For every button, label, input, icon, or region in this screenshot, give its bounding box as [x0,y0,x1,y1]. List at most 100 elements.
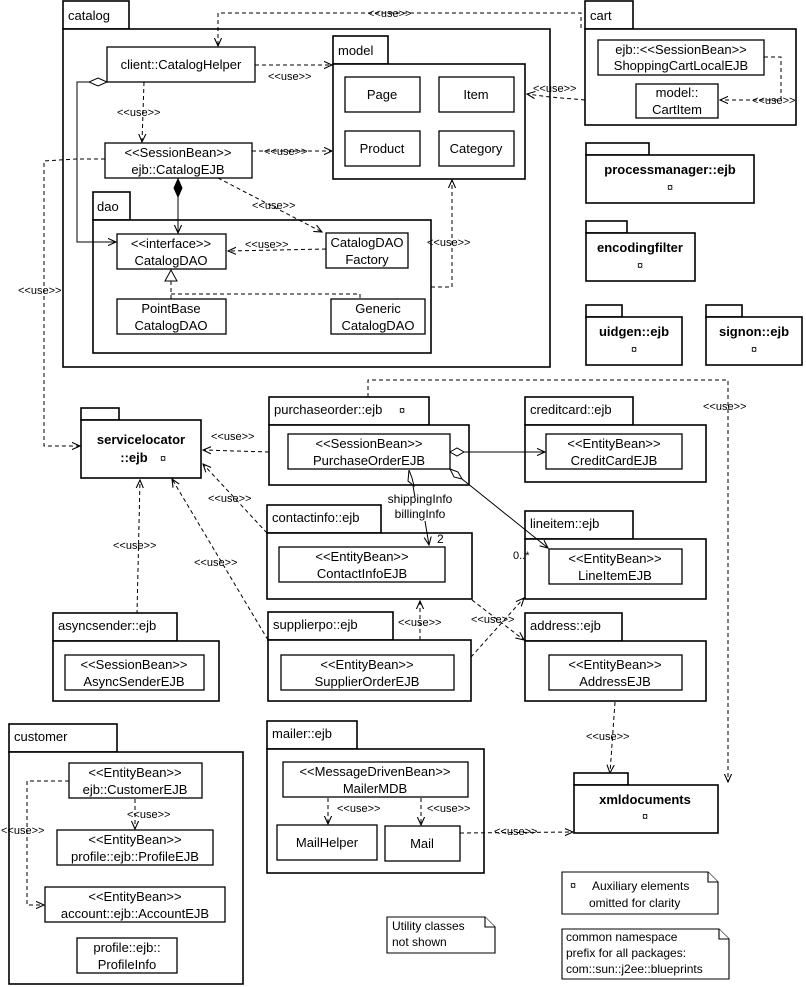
class-stereotype: <<EntityBean>> [567,436,660,451]
class-stereotype: <<EntityBean>> [568,551,661,566]
class-page[interactable]: Page [344,76,421,113]
class-purchase-order-ejb[interactable]: <<SessionBean>> PurchaseOrderEJB [287,433,451,470]
class-async-sender-ejb[interactable]: <<SessionBean>> AsyncSenderEJB [64,654,205,691]
class-name: profile::ejb::ProfileEJB [71,849,199,864]
package-label: servicelocator [97,432,185,447]
class-product[interactable]: Product [344,130,421,167]
class-name: CartItem [652,102,702,117]
dependency-line [172,479,269,641]
dependency-line [203,464,268,534]
package-label: purchaseorder::ejb [274,402,382,417]
aggregation-diamond-icon [407,469,415,488]
class-box [56,829,214,866]
class-mailer-mdb[interactable]: <<MessageDrivenBean>> MailerMDB [282,761,469,798]
package-label: mailer::ejb [272,726,332,741]
interface-catalog-dao[interactable]: <<interface>> CatalogDAO [116,233,227,270]
package-body [573,784,719,834]
class-box [597,39,765,76]
class-box [548,654,683,691]
class-box [438,76,515,113]
class-box [325,232,409,269]
class-item[interactable]: Item [438,76,515,113]
package-processmanager[interactable]: processmanager::ejb ¤ [585,142,755,204]
association-line [412,485,416,498]
package-label: catalog [68,8,110,23]
dependency-line [26,780,69,905]
class-catalog-dao-factory[interactable]: CatalogDAO Factory [325,232,409,269]
class-pointbase-catalog-dao[interactable]: PointBase CatalogDAO [116,298,227,335]
catalog-connectors: <<use>> <<use>> <<use>> <<use>> <<use>> … [76,65,470,299]
use-label: <<use>> [268,71,311,83]
class-profile-info[interactable]: profile::ejb:: ProfileInfo [76,937,178,974]
use-label: <<use>> [208,493,251,505]
package-encodingfilter[interactable]: encodingfilter ¤ [585,220,696,282]
package-uidgen[interactable]: uidgen::ejb ¤ [585,304,683,366]
package-signon[interactable]: signon::ejb ¤ [705,304,803,366]
class-stereotype: ejb::<<SessionBean>> [615,42,747,57]
class-customer-ejb[interactable]: <<EntityBean>> ejb::CustomerEJB [68,762,203,799]
use-label: <<use>> [337,803,380,815]
class-generic-catalog-dao[interactable]: Generic CatalogDAO [330,298,426,335]
auxiliary-mark-icon: ¤ [667,182,673,194]
package-tab [524,510,634,540]
class-mail-helper[interactable]: MailHelper [276,824,378,861]
dependency-line [367,379,728,782]
class-catalog-ejb[interactable]: <<SessionBean>> ejb::CatalogEJB [104,142,253,179]
auxiliary-mark-icon: ¤ [570,880,576,892]
dependency-line [217,177,322,232]
class-name: model:: [656,85,699,100]
class-box [287,433,451,470]
class-name: profile::ejb:: [93,940,160,955]
class-box [106,46,256,83]
class-contact-info-ejb[interactable]: <<EntityBean>> ContactInfoEJB [278,546,446,583]
class-catalog-helper[interactable]: client::CatalogHelper [106,46,256,83]
class-account-ejb[interactable]: <<EntityBean>> account::ejb::AccountEJB [44,886,226,923]
use-label: <<use>> [1,825,44,837]
class-box [116,233,227,270]
dependency-line [459,832,573,833]
note-box [561,928,730,980]
class-name: CatalogDAO [135,253,208,268]
class-name: CatalogDAO [135,318,208,333]
class-name: ContactInfoEJB [317,566,407,581]
use-label: <<use>> [586,731,629,743]
note-fold [718,929,729,940]
class-supplier-order-ejb[interactable]: <<EntityBean>> SupplierOrderEJB [280,654,455,691]
package-tab [268,396,430,426]
class-stereotype: <<SessionBean>> [316,436,423,451]
use-label: <<use>> [427,803,470,815]
dependency-line [142,81,144,142]
class-name: Mail [410,836,434,851]
class-profile-ejb[interactable]: <<EntityBean>> profile::ejb::ProfileEJB [56,829,214,866]
class-box [548,548,683,585]
role-label: billingInfo [395,507,446,521]
class-box [344,130,421,167]
class-category[interactable]: Category [438,130,515,167]
class-shopping-cart-ejb[interactable]: ejb::<<SessionBean>> ShoppingCartLocalEJ… [597,39,765,76]
package-tab [585,304,623,318]
note-text: com::sun::j2ee::blueprints [566,962,703,976]
use-label: <<use>> [427,237,470,249]
package-tab [80,407,120,421]
class-name: PointBase [141,301,200,316]
class-line-item-ejb[interactable]: <<EntityBean>> LineItemEJB [548,548,683,585]
class-box [635,83,719,119]
class-stereotype: <<EntityBean>> [88,832,181,847]
use-label: <<use>> [211,431,254,443]
class-mail[interactable]: Mail [384,825,461,862]
package-model[interactable]: model Page Item Product Category [332,35,526,180]
purchaseorder-connectors: shippingInfo billingInfo 2 0..* <<use>> [367,379,746,782]
note-text: Auxiliary elements [592,879,689,893]
middle-connectors: <<use>> <<use>> <<use>> [398,598,629,773]
note-fold [484,917,495,928]
note-box [561,871,719,915]
package-servicelocator[interactable]: servicelocator ::ejb ¤ [80,407,202,479]
package-label: ::ejb [120,450,148,465]
note-box [386,916,496,954]
package-xmldocuments[interactable]: xmldocuments ¤ [573,772,719,834]
class-address-ejb[interactable]: <<EntityBean>> AddressEJB [548,654,683,691]
note-fold [707,872,718,883]
package-tab [332,35,389,65]
class-cart-item[interactable]: model:: CartItem [635,83,719,119]
class-credit-card-ejb[interactable]: <<EntityBean>> CreditCardEJB [545,433,683,470]
